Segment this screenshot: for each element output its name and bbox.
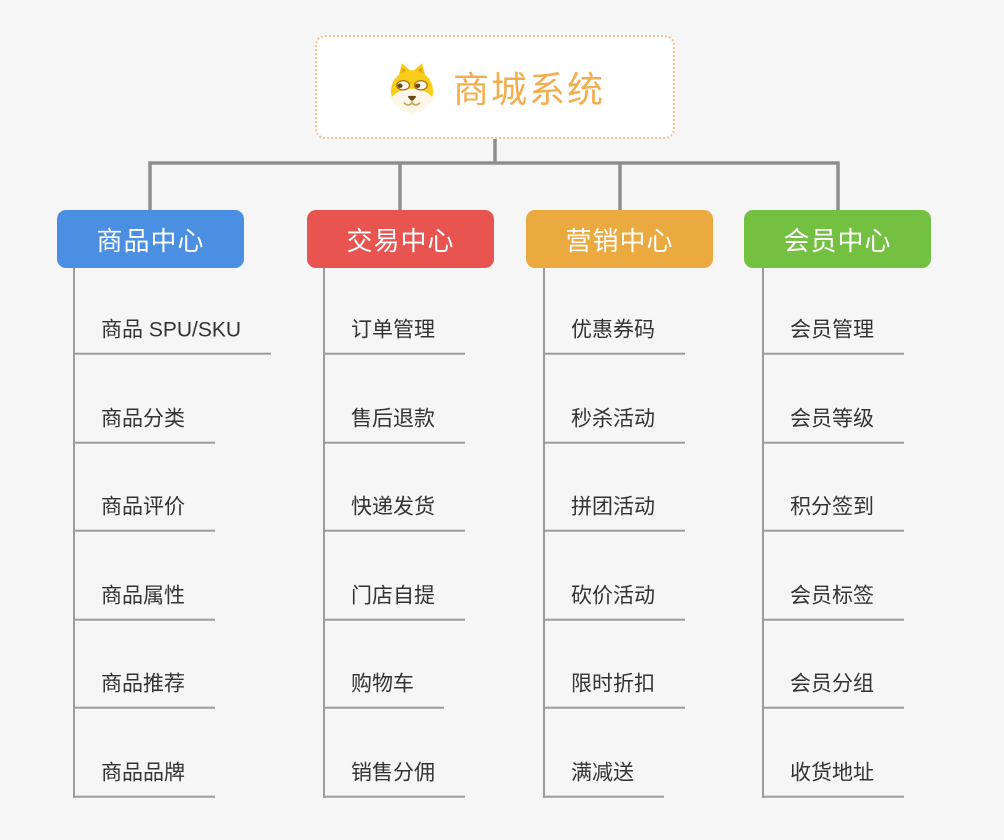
branch-label: 商品中心 bbox=[96, 225, 205, 256]
leaf-item[interactable]: 收货地址 bbox=[762, 760, 904, 798]
leaf-item[interactable]: 会员分组 bbox=[762, 671, 904, 709]
leaf-item[interactable]: 砍价活动 bbox=[543, 583, 685, 621]
leaf-item[interactable]: 门店自提 bbox=[323, 583, 465, 621]
leaf-column-member: 会员管理 会员等级 积分签到 会员标签 会员分组 收货地址 bbox=[762, 268, 904, 798]
leaf-item[interactable]: 拼团活动 bbox=[543, 494, 685, 532]
branch-label: 营销中心 bbox=[565, 225, 674, 256]
leaf-item[interactable]: 快递发货 bbox=[323, 494, 465, 532]
branch-label: 会员中心 bbox=[783, 225, 892, 256]
leaf-item[interactable]: 商品推荐 bbox=[73, 671, 215, 709]
leaf-column-product: 商品 SPU/SKU 商品分类 商品评价 商品属性 商品推荐 商品品牌 bbox=[73, 268, 272, 798]
leaf-item[interactable]: 售后退款 bbox=[323, 406, 465, 444]
root-title: 商城系统 bbox=[452, 69, 605, 110]
leaf-item[interactable]: 商品分类 bbox=[73, 406, 215, 444]
root-node-mall-system[interactable]: 商城系统 bbox=[315, 35, 675, 139]
leaf-item[interactable]: 会员标签 bbox=[762, 583, 904, 621]
branch-label: 交易中心 bbox=[346, 225, 455, 256]
leaf-item[interactable]: 限时折扣 bbox=[543, 671, 685, 709]
leaf-item[interactable]: 销售分佣 bbox=[323, 760, 465, 798]
leaf-item[interactable]: 会员等级 bbox=[762, 406, 904, 444]
leaf-column-trade: 订单管理 售后退款 快递发货 门店自提 购物车 销售分佣 bbox=[323, 268, 465, 798]
leaf-item[interactable]: 优惠券码 bbox=[543, 317, 685, 355]
leaf-item[interactable]: 满减送 bbox=[543, 760, 664, 798]
leaf-column-marketing: 优惠券码 秒杀活动 拼团活动 砍价活动 限时折扣 满减送 bbox=[543, 268, 685, 798]
branch-node-trade-center[interactable]: 交易中心 bbox=[307, 210, 494, 268]
leaf-item[interactable]: 商品 SPU/SKU bbox=[73, 317, 272, 355]
leaf-item[interactable]: 商品评价 bbox=[73, 494, 215, 532]
leaf-item[interactable]: 商品品牌 bbox=[73, 760, 215, 798]
branch-node-member-center[interactable]: 会员中心 bbox=[744, 210, 931, 268]
leaf-item[interactable]: 积分签到 bbox=[762, 494, 904, 532]
leaf-item[interactable]: 订单管理 bbox=[323, 317, 465, 355]
leaf-item[interactable]: 购物车 bbox=[323, 671, 444, 709]
branch-node-marketing-center[interactable]: 营销中心 bbox=[526, 210, 713, 268]
doge-icon bbox=[390, 63, 434, 113]
leaf-item[interactable]: 商品属性 bbox=[73, 583, 215, 621]
branch-node-product-center[interactable]: 商品中心 bbox=[57, 210, 244, 268]
leaf-item[interactable]: 秒杀活动 bbox=[543, 406, 685, 444]
leaf-item[interactable]: 会员管理 bbox=[762, 317, 904, 355]
